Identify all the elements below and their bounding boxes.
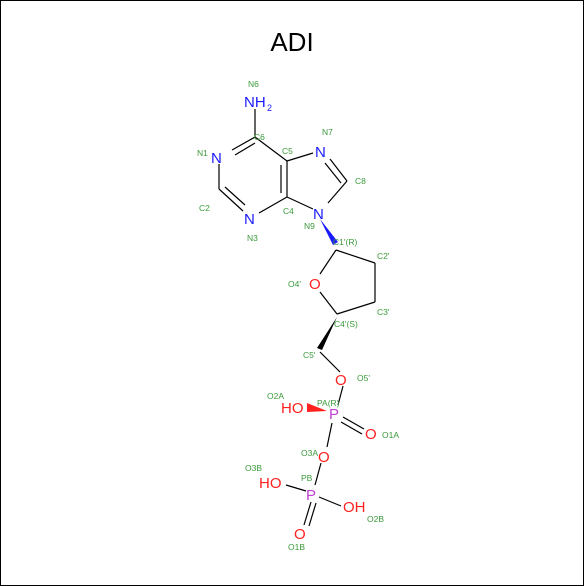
label-c4p: C4'(S)	[334, 319, 358, 329]
atom-o1b: O	[294, 526, 306, 543]
atom-o2a: HO	[281, 400, 304, 417]
atom-o4p: O	[309, 276, 321, 293]
bond-n7-c8	[329, 158, 348, 182]
atom-o3a: O	[318, 449, 330, 466]
bond-c6-n1-double	[231, 136, 256, 151]
label-pb: PB	[301, 473, 313, 483]
bond-c5-n7	[286, 152, 314, 162]
atom-o2b: OH	[343, 499, 366, 516]
atom-o3b: HO	[259, 475, 282, 492]
label-n6: N6	[248, 79, 259, 89]
atom-n3: N	[244, 211, 255, 228]
label-n1: N1	[197, 148, 208, 158]
bond-o5p-pa	[337, 385, 344, 406]
label-o2a: O2A	[267, 391, 284, 401]
atom-n6: NH	[244, 94, 266, 111]
bond-c6-c5	[254, 136, 288, 162]
bond-pa-o1a-double	[342, 416, 365, 430]
atom-layer: NH 2 N N N N O O HO P O O HO P OH O	[211, 94, 377, 543]
bond-o4p-c1p	[319, 249, 337, 275]
label-o1b: O1B	[288, 542, 305, 552]
bond-n3-c4	[258, 196, 288, 214]
bond-c2-n3-double-inner	[224, 186, 246, 206]
bond-pb-o3b	[285, 484, 307, 492]
bond-o3a-pb	[314, 462, 322, 486]
label-o1a: O1A	[382, 430, 399, 440]
bond-pb-o1b-double	[303, 501, 312, 526]
label-n7: N7	[322, 127, 333, 137]
bond-c4p-o4p	[319, 291, 338, 315]
bond-layer	[218, 109, 376, 527]
molecule-title: ADI	[270, 27, 314, 57]
label-o4p: O4'	[288, 279, 301, 289]
label-c1p: C1'(R)	[333, 237, 357, 247]
bond-pa-o1a-double-inner	[340, 421, 363, 435]
label-c2: C2	[199, 203, 210, 213]
label-n3: N3	[247, 233, 258, 243]
label-c6: C6	[254, 132, 265, 142]
atom-o1a: O	[365, 426, 377, 443]
wedge-pa-o2a	[307, 403, 327, 412]
atom-n6-subscript: 2	[267, 103, 272, 113]
label-c5: C5	[282, 146, 293, 156]
atom-n9: N	[313, 206, 324, 223]
wedge-c4p-c5p	[317, 317, 337, 350]
bond-n7-c8-inner	[324, 162, 342, 184]
label-n9: N9	[304, 221, 315, 231]
label-o2b: O2B	[367, 514, 384, 524]
bond-c1p-c2p	[335, 249, 376, 264]
label-o5p: O5'	[357, 373, 370, 383]
bond-c6-n1-double-inner	[234, 142, 256, 156]
label-o3b: O3B	[245, 463, 262, 473]
label-o3a: O3A	[301, 448, 318, 458]
bond-c8-n9	[327, 180, 348, 204]
label-c4: C4	[283, 206, 294, 216]
atom-n7: N	[315, 144, 326, 161]
bond-c5p-o5p	[319, 351, 341, 373]
atom-n1: N	[211, 150, 222, 167]
label-c5p: C5'	[303, 350, 316, 360]
atom-pb: P	[306, 487, 316, 504]
bond-n9-c4	[286, 196, 314, 210]
label-layer: N6 C6 N1 C2 N3 C4 C5 N7 C8 N9 C1'(R) C2'…	[197, 79, 399, 552]
label-pa: PA(R)	[317, 398, 340, 408]
label-c2p: C2'	[377, 251, 390, 261]
atom-o5p: O	[335, 372, 347, 389]
bond-c2-n3-double	[218, 188, 244, 212]
atom-pa: P	[329, 406, 339, 423]
bond-pb-o1b-double-inner	[308, 502, 317, 527]
bond-c3p-c4p	[336, 301, 376, 315]
label-c8: C8	[355, 176, 366, 186]
wedge-n9-c1p	[320, 219, 338, 245]
bond-pa-o3a	[326, 422, 333, 448]
label-c3p: C3'	[377, 307, 390, 317]
bond-pb-o2b	[318, 496, 342, 507]
